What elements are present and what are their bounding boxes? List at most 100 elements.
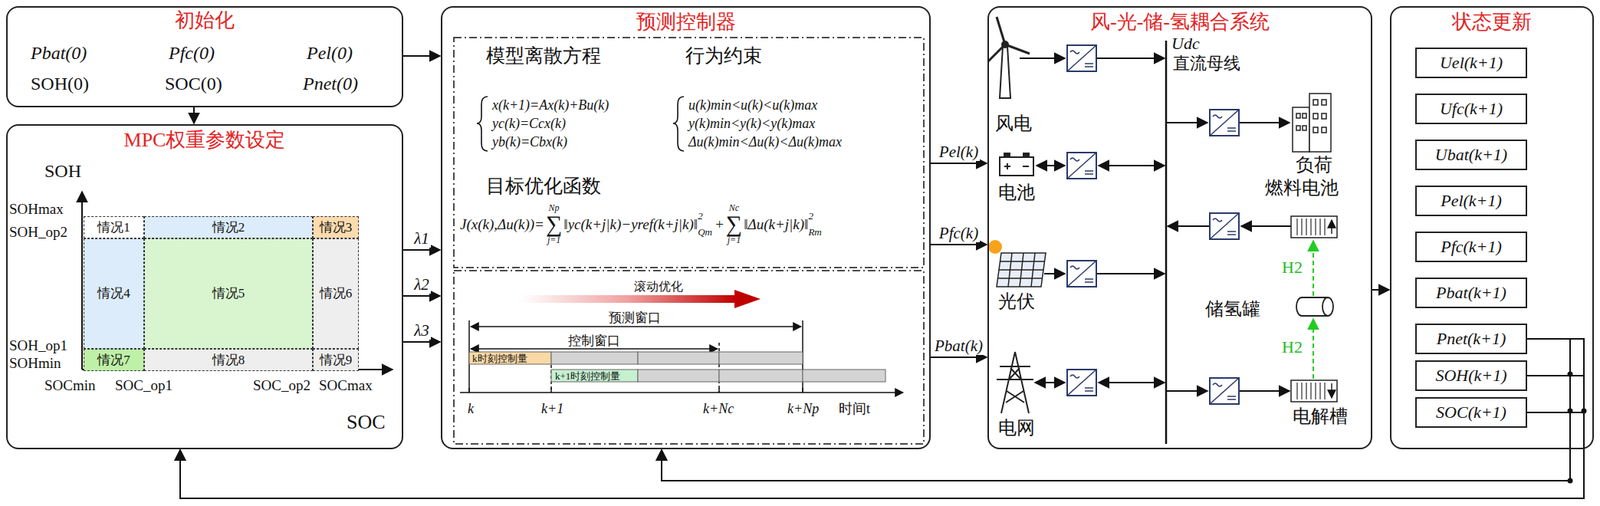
node-text: Pnet(k+1): [1436, 328, 1507, 349]
node-text: 情况8: [212, 352, 246, 368]
formula-group: 2Rm: [808, 210, 822, 237]
component-label: 电解槽: [1292, 406, 1348, 428]
node-text: 情况4: [97, 285, 131, 302]
subpanel-box: 模型离散方程 行为约束 x(k+1)=Ax(k)+Bu(k)yc(k)=Ccx(k)…: [455, 39, 926, 270]
case-cell: 情况3: [312, 216, 359, 239]
state-box: SOC(k+1): [1415, 397, 1528, 428]
axis-label: SOCmax: [318, 377, 373, 395]
fuel-cell-icon: [1291, 216, 1338, 238]
formula-group: ‖Δu(k+j|k)‖: [743, 216, 809, 232]
connector-arrow: [661, 375, 1571, 481]
component-label: H2: [1281, 257, 1303, 277]
node-text: 模型离散方程: [486, 45, 602, 68]
node-text: u(k)min<u(k)<u(k)max: [688, 97, 818, 114]
node-text: 情况7: [97, 352, 131, 368]
state-box: Pbat(k+1): [1415, 277, 1528, 309]
state-box: Pel(k+1): [1415, 185, 1528, 217]
panel-title: 初始化: [7, 9, 402, 33]
component-label: 储氢罐: [1205, 298, 1261, 321]
axis-label: SOC_op1: [114, 377, 173, 395]
connector-arrow: [930, 356, 987, 359]
node-text: Pbat(k+1): [1435, 282, 1507, 303]
axis-label: SOH_op1: [9, 337, 68, 355]
state-box: Pnet(k+1): [1415, 323, 1528, 355]
dash-dot-frames: [453, 37, 924, 444]
connector-arrow: [193, 107, 195, 124]
node-text: x(k+1)=Ax(k)+Bu(k): [492, 97, 609, 114]
node-text: Pnet(0): [302, 73, 359, 96]
connector-arrow: [661, 338, 1571, 481]
connector-arrow: [180, 338, 1584, 499]
node-text: Δu(k)min<Δu(k)<Δu(k)max: [688, 134, 842, 151]
component-label: 负荷: [1295, 154, 1333, 177]
node-text: Ufc(k+1): [1439, 98, 1503, 119]
formula-term: ‖yc(k+j|k)−yref(k+j|k)‖: [563, 216, 698, 232]
formula-term: 2: [808, 210, 814, 221]
component-label: 风电: [995, 113, 1032, 135]
formula-group: J(x(k),Δu(k))=: [459, 216, 545, 232]
connector-arrow: [930, 162, 987, 165]
connector-arrow: [403, 55, 441, 57]
axis-label: SOC_op2: [252, 377, 311, 395]
formula-term: ‖Δu(k+j|k)‖: [743, 216, 809, 232]
node-text: k时刻控制量: [472, 353, 528, 365]
component-label: H2: [1281, 337, 1303, 357]
node-text: yb(k)=Cbx(k): [492, 134, 568, 151]
state-box: Ubat(k+1): [1415, 139, 1528, 171]
component-label: 光伏: [998, 291, 1035, 313]
axis-label: SOC: [346, 410, 386, 434]
component-label: 电网: [998, 417, 1035, 440]
case-cell: 情况8: [144, 348, 313, 372]
state-box: Uel(k+1): [1415, 47, 1528, 79]
load-building-icon: [1292, 93, 1331, 152]
case-cell: 情况6: [312, 238, 359, 349]
node-text: 控制窗口: [568, 333, 621, 349]
node-text: Ubat(k+1): [1435, 144, 1508, 165]
node-text: 情况3: [319, 220, 353, 236]
node-text: 滚动优化: [634, 279, 684, 294]
node-text: SOC(0): [164, 73, 223, 96]
electrolyzer-icon: [1291, 380, 1338, 402]
state-box: SOH(k+1): [1415, 360, 1528, 391]
node-text: k+Np: [787, 400, 819, 418]
state-box: Pfc(k+1): [1415, 231, 1528, 263]
node-text: Pel(0): [306, 42, 353, 65]
formula-term: j=1: [547, 235, 561, 245]
formula-group: 2Qm: [697, 210, 713, 237]
node-text: 情况2: [212, 220, 246, 236]
case-cell: 情况2: [144, 216, 313, 239]
formula-group: ‖yc(k+j|k)−yref(k+j|k)‖: [563, 216, 698, 232]
edge-label: λ3: [412, 321, 431, 340]
edge-label: Pel(k): [937, 143, 980, 161]
formula-term: 2: [697, 210, 704, 221]
battery-icon: [999, 153, 1034, 176]
formula-term: Rm: [808, 226, 822, 237]
connector-arrow: [403, 295, 441, 297]
equation-braces: [476, 96, 684, 152]
panel-title: 风-光-储-氢耦合系统: [988, 10, 1371, 34]
component-label: 直流母线: [1172, 53, 1241, 73]
dc-bus-and-converters: [1019, 40, 1292, 444]
axis-label: SOHmin: [9, 354, 62, 372]
node-text: SOH(0): [30, 73, 89, 96]
case-cell: 情况9: [312, 348, 359, 372]
node-text: 行为约束: [685, 45, 763, 68]
formula-term: Nc: [729, 203, 740, 213]
node-text: 情况5: [212, 285, 246, 302]
panel-title: MPC权重参数设定: [7, 128, 402, 152]
panel-box: 预测控制器模型离散方程行为约束x(k+1)=Ax(k)+Bu(k)yc(k)=C…: [440, 6, 931, 450]
case-cell: 情况7: [83, 348, 145, 372]
axis-label: SOHmax: [9, 200, 64, 218]
node-text: 情况9: [319, 352, 353, 368]
hydrogen-tank-icon: [1296, 297, 1334, 316]
axis-label: SOCmin: [44, 377, 96, 395]
formula-term: j=1: [727, 235, 741, 245]
component-label: 电池: [998, 182, 1035, 204]
node-text: Pel(k+1): [1440, 190, 1502, 211]
node-text: k+Nc: [703, 400, 734, 418]
formula-group: Nc∑j=1: [726, 203, 743, 245]
connector-arrow: [180, 412, 1584, 499]
node-text: 情况6: [319, 285, 353, 302]
node-text: yc(k)=Ccx(k): [492, 115, 566, 132]
subpanel-box: 滚动优化预测窗口控制窗口k时刻控制量k+1时刻控制量kk+1k+Nck+Np时间…: [455, 272, 926, 446]
